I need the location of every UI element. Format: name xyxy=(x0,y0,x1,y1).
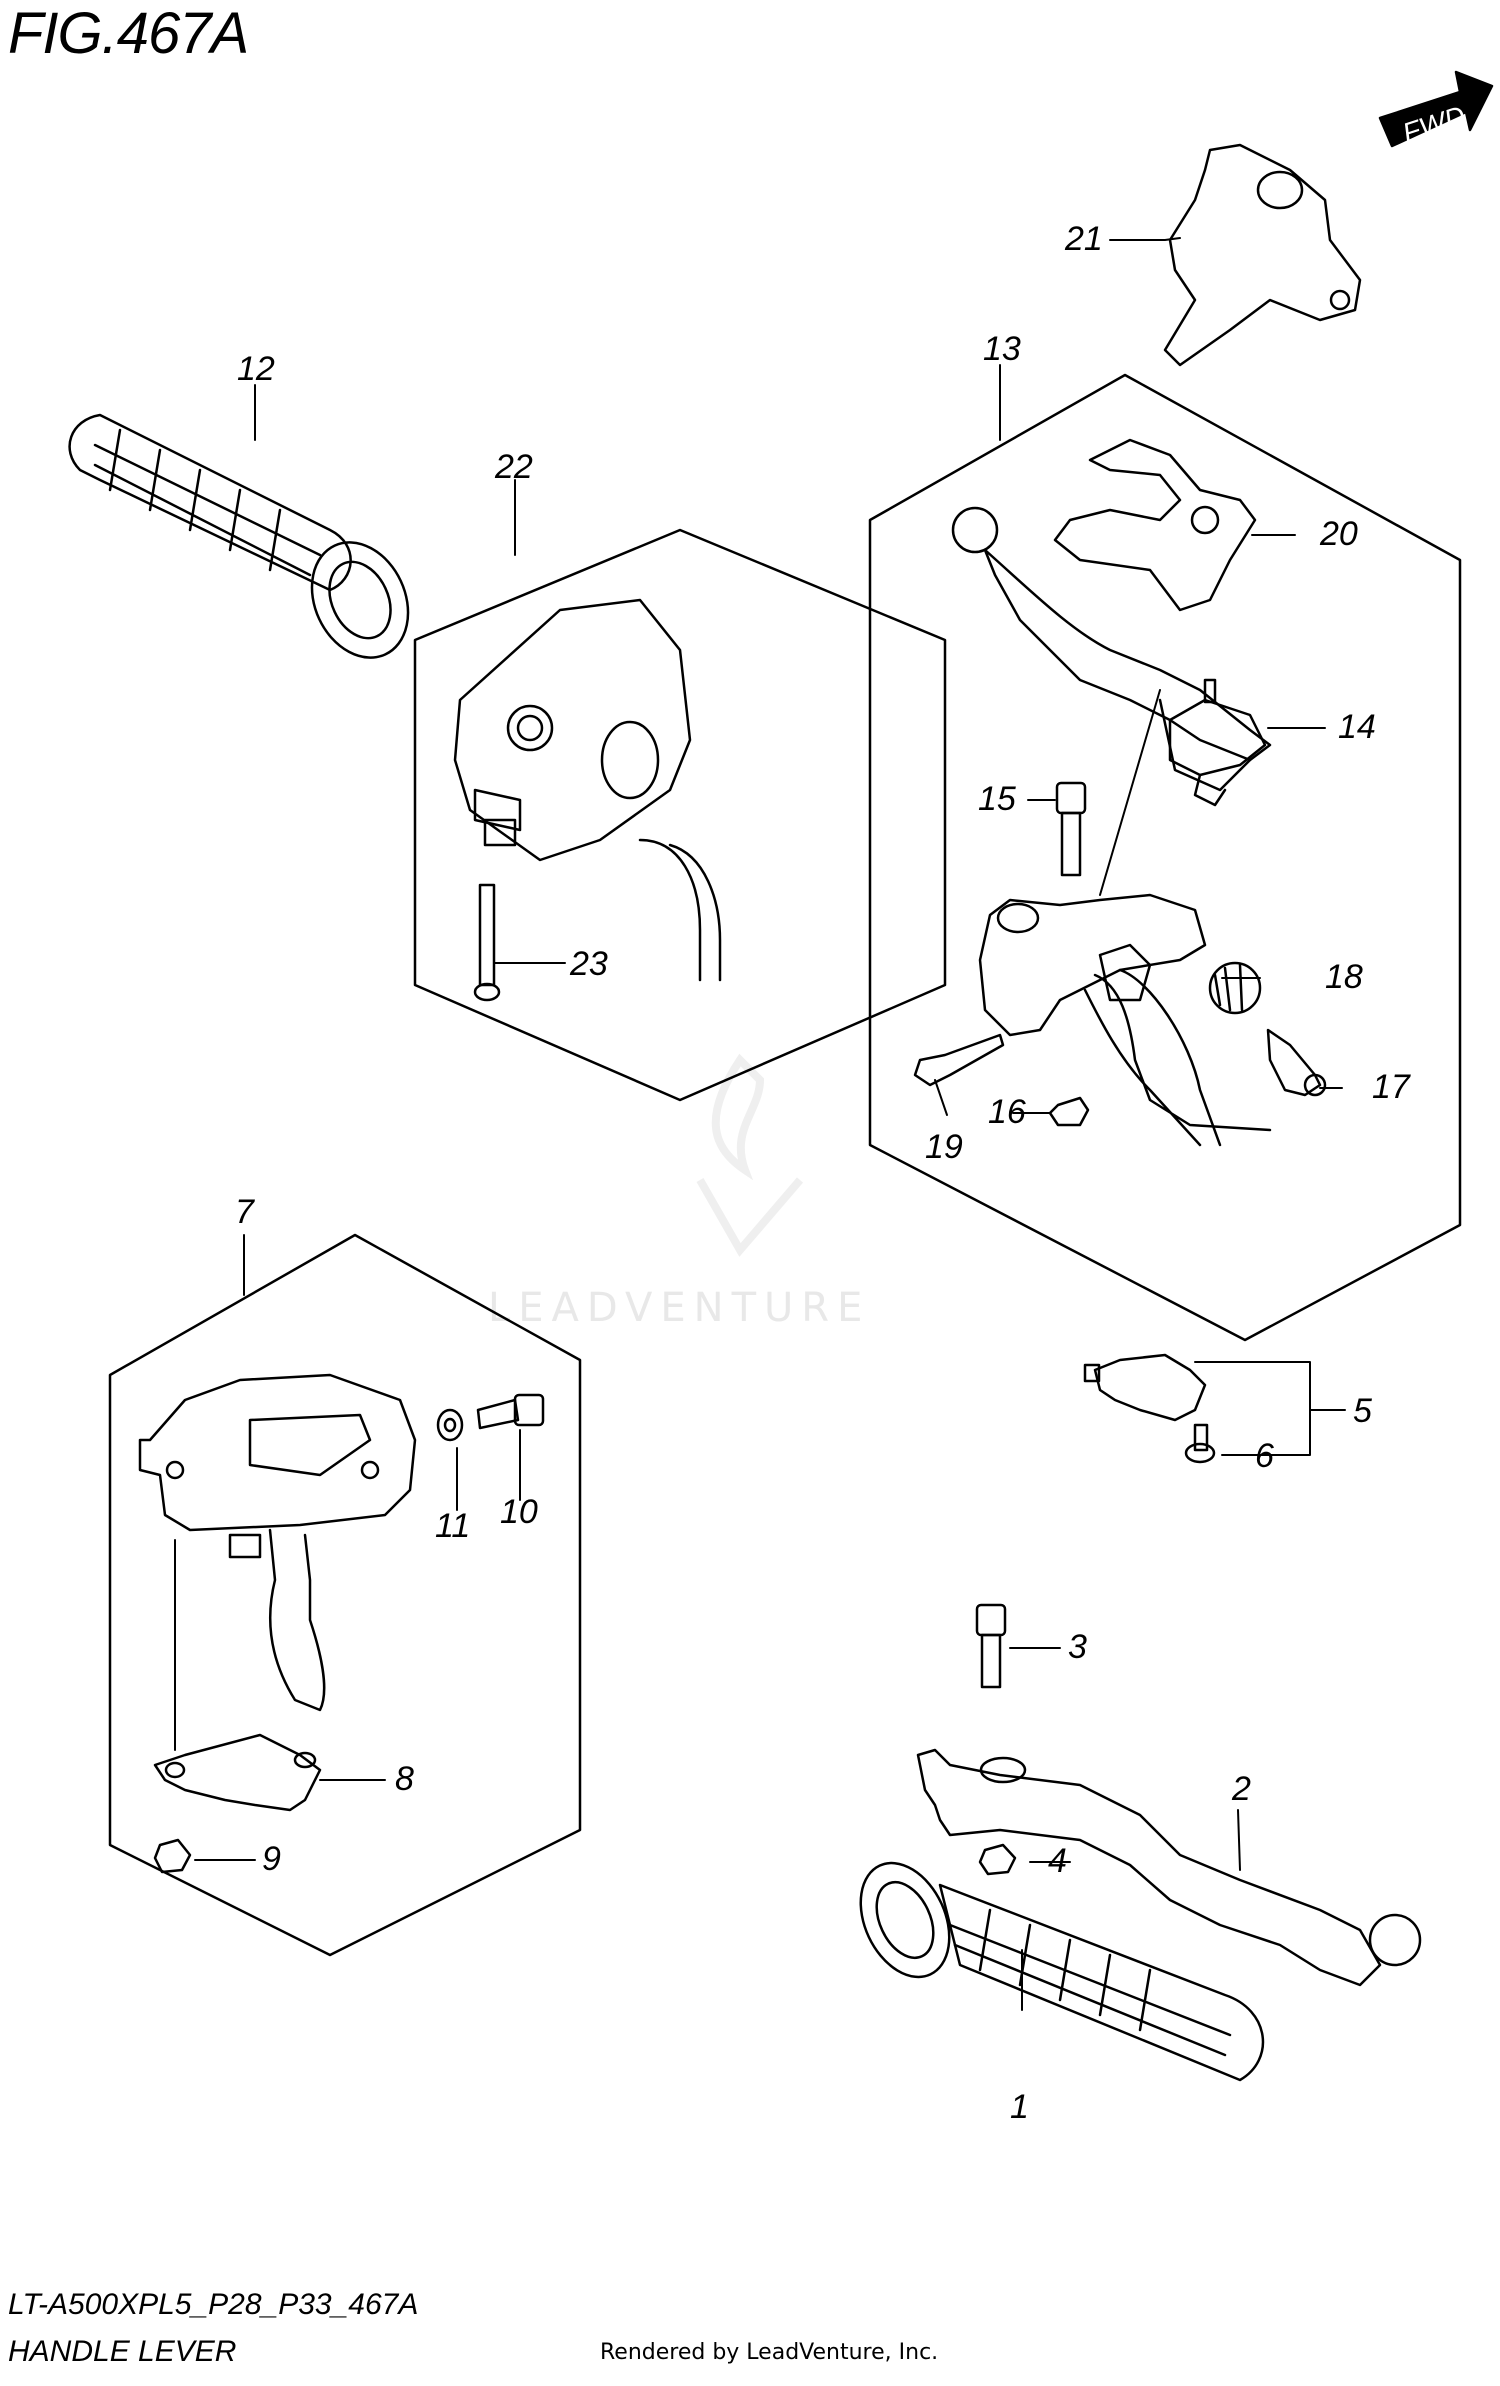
callout-11: 11 xyxy=(435,1507,470,1545)
assembly-13-box xyxy=(868,373,1462,1342)
callout-18: 18 xyxy=(1325,958,1363,996)
callout-9: 9 xyxy=(262,1840,281,1878)
cover-plate-drawing xyxy=(153,1733,322,1812)
callout-16: 16 xyxy=(988,1093,1026,1131)
grip-left-drawing xyxy=(68,413,410,659)
callout-14: 14 xyxy=(1338,708,1376,746)
screw-23-drawing xyxy=(473,883,501,1002)
assembly-7-box xyxy=(108,1233,582,1957)
fwd-arrow-icon: FWD xyxy=(1378,70,1494,149)
callout-12: 12 xyxy=(237,350,275,388)
callout-13: 13 xyxy=(983,330,1021,368)
switch-assembly-drawing xyxy=(413,528,947,1102)
callout-6: 6 xyxy=(1255,1437,1274,1475)
bolt-3-drawing xyxy=(975,1603,1007,1689)
callout-20: 20 xyxy=(1319,515,1358,553)
callout-5: 5 xyxy=(1353,1392,1372,1430)
callout-22: 22 xyxy=(494,448,533,486)
callout-3: 3 xyxy=(1068,1628,1087,1666)
lever-holder-drawing xyxy=(1168,678,1267,807)
brake-lever-drawing xyxy=(916,1748,1422,1987)
screw-10-drawing xyxy=(476,1393,545,1430)
watermark-text: LEADVENTURE xyxy=(488,1285,871,1331)
adjuster-17-drawing xyxy=(1266,1028,1327,1097)
nut-16-drawing xyxy=(1048,1096,1090,1127)
throttle-case-drawing xyxy=(138,1373,417,1712)
callout-17: 17 xyxy=(1372,1068,1411,1106)
callout-2: 2 xyxy=(1231,1770,1251,1808)
callout-19: 19 xyxy=(925,1128,963,1166)
parking-lock-drawing xyxy=(1053,438,1257,612)
grip-right-drawing xyxy=(859,1861,1265,2082)
lever-guard-drawing xyxy=(1163,143,1362,367)
clutch-lever-drawing xyxy=(951,506,1272,792)
washer-11-drawing xyxy=(436,1408,464,1442)
watermark-logo xyxy=(696,1053,804,1257)
callout-8: 8 xyxy=(395,1760,414,1798)
callout-1: 1 xyxy=(1010,2088,1029,2126)
master-cylinder-drawing xyxy=(978,893,1272,1147)
bolt-15-drawing xyxy=(1055,781,1087,877)
figure-code: LT-A500XPL5_P28_P33_467A xyxy=(8,2288,419,2321)
brake-switch-drawing xyxy=(1083,1353,1207,1422)
figure-title: FIG.467A xyxy=(8,1,249,66)
callout-7: 7 xyxy=(235,1193,255,1231)
callout-4: 4 xyxy=(1048,1842,1067,1880)
callout-23: 23 xyxy=(569,945,608,983)
callout-10: 10 xyxy=(500,1493,538,1531)
bolt-19-drawing xyxy=(913,1033,1005,1087)
callout-15: 15 xyxy=(978,780,1016,818)
nut-9-drawing xyxy=(153,1838,192,1874)
nut-4-drawing xyxy=(978,1843,1017,1876)
leader-lines xyxy=(174,237,1346,2011)
callout-21: 21 xyxy=(1064,220,1103,258)
rendered-by-credit: Rendered by LeadVenture, Inc. xyxy=(600,2340,939,2365)
figure-name: HANDLE LEVER xyxy=(8,2335,237,2368)
screw-6-drawing xyxy=(1184,1423,1216,1464)
cap-18-drawing xyxy=(1208,961,1262,1015)
callout-labels: 1 2 3 4 5 6 7 8 9 10 11 12 13 14 15 16 1… xyxy=(235,220,1411,2126)
